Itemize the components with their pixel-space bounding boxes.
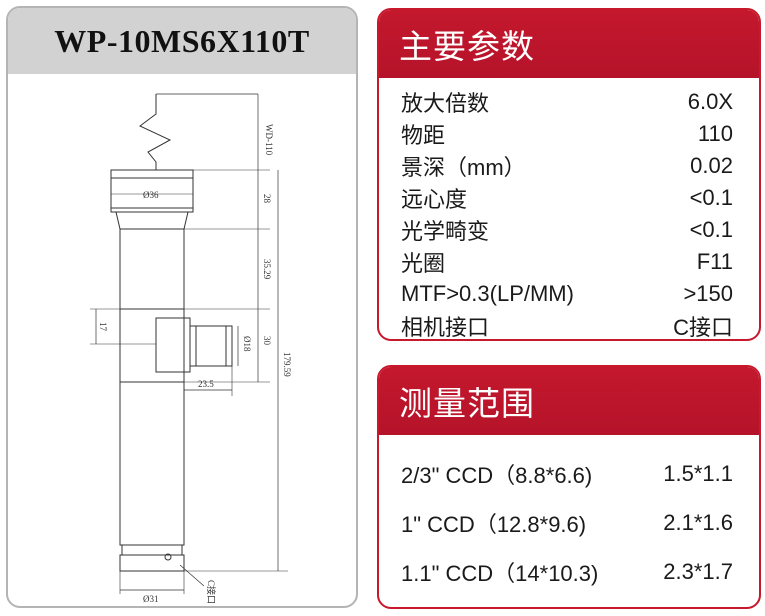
param-label: 远心度	[401, 187, 468, 212]
param-row: 光圈 F11	[401, 246, 733, 278]
label-d31: Ø31	[143, 594, 159, 604]
break-line	[139, 94, 172, 170]
range-sensor: 2/3" CCD（8.8*6.6)	[401, 462, 593, 488]
side-port	[155, 317, 191, 373]
param-value: 110	[697, 121, 733, 146]
param-value: F11	[696, 249, 733, 274]
range-row: 1.1" CCD（14*10.3) 2.3*1.7	[401, 547, 733, 596]
model-header: WP-10MS6X110T	[8, 8, 356, 74]
param-row: 相机接口 C接口	[401, 310, 733, 340]
range-value: 2.3*1.7	[663, 558, 733, 584]
technical-drawing: WD-110 Ø36 28 35.29 17 Ø18 30 179.59 23.…	[90, 93, 292, 604]
label-total: 179.59	[282, 352, 292, 377]
range-sensor: 1.1" CCD（14*10.3)	[401, 560, 599, 586]
side-port-tube	[189, 325, 233, 367]
param-row: 放大倍数 6.0X	[401, 86, 733, 118]
param-value: C接口	[673, 315, 733, 340]
param-label: 光圈	[401, 251, 446, 276]
param-row: 景深（mm） 0.02	[401, 150, 733, 182]
range-header: 测量范围	[379, 367, 759, 435]
param-value: <0.1	[689, 185, 733, 210]
param-row: 远心度 <0.1	[401, 182, 733, 214]
range-title: 测量范围	[399, 385, 535, 422]
params-title: 主要参数	[399, 28, 535, 65]
range-row: 2/3" CCD（8.8*6.6) 1.5*1.1	[401, 449, 733, 498]
lens-drawing-card: WP-10MS6X110T	[6, 6, 358, 608]
range-list: 2/3" CCD（8.8*6.6) 1.5*1.1 1" CCD（12.8*9.…	[379, 435, 759, 596]
param-row: 光学畸变 <0.1	[401, 214, 733, 246]
measurement-range-card: 测量范围 2/3" CCD（8.8*6.6) 1.5*1.1 1" CCD（12…	[377, 365, 761, 609]
label-wd: WD-110	[264, 124, 274, 156]
param-label: 放大倍数	[401, 91, 490, 116]
params-list: 放大倍数 6.0X 物距 110 景深（mm） 0.02 远心度 <0.1 光学…	[379, 78, 759, 340]
main-params-card: 主要参数 放大倍数 6.0X 物距 110 景深（mm） 0.02 远心度 <0…	[377, 8, 761, 341]
c-mount-flange	[119, 554, 185, 572]
label-cmount: C接口	[206, 580, 217, 604]
param-row: 物距 110	[401, 118, 733, 150]
param-label: 物距	[401, 123, 446, 148]
range-sensor: 1" CCD（12.8*9.6)	[401, 511, 587, 537]
range-value: 1.5*1.1	[663, 460, 733, 486]
param-value: >150	[683, 281, 733, 306]
param-label: 光学畸变	[401, 219, 490, 244]
lens-top-cap	[110, 169, 194, 213]
range-value: 2.1*1.6	[663, 509, 733, 535]
label-28: 28	[262, 194, 272, 204]
range-row: 1" CCD（12.8*9.6) 2.1*1.6	[401, 498, 733, 547]
label-d18: Ø18	[242, 336, 252, 352]
param-label: MTF>0.3(LP/MM)	[401, 281, 574, 306]
param-row: MTF>0.3(LP/MM) >150	[401, 278, 733, 310]
label-3529: 35.29	[262, 259, 272, 280]
param-value: 6.0X	[687, 89, 733, 114]
param-label: 景深（mm）	[401, 155, 526, 180]
label-17: 17	[98, 322, 108, 332]
param-value: <0.1	[689, 217, 733, 242]
lens-barrel	[119, 228, 185, 546]
param-value: 0.02	[690, 153, 733, 178]
label-235: 23.5	[198, 379, 214, 389]
model-title: WP-10MS6X110T	[54, 22, 310, 59]
params-header: 主要参数	[379, 10, 759, 78]
param-label: 相机接口	[401, 315, 490, 340]
label-d36: Ø36	[143, 190, 159, 200]
label-30: 30	[262, 336, 272, 346]
